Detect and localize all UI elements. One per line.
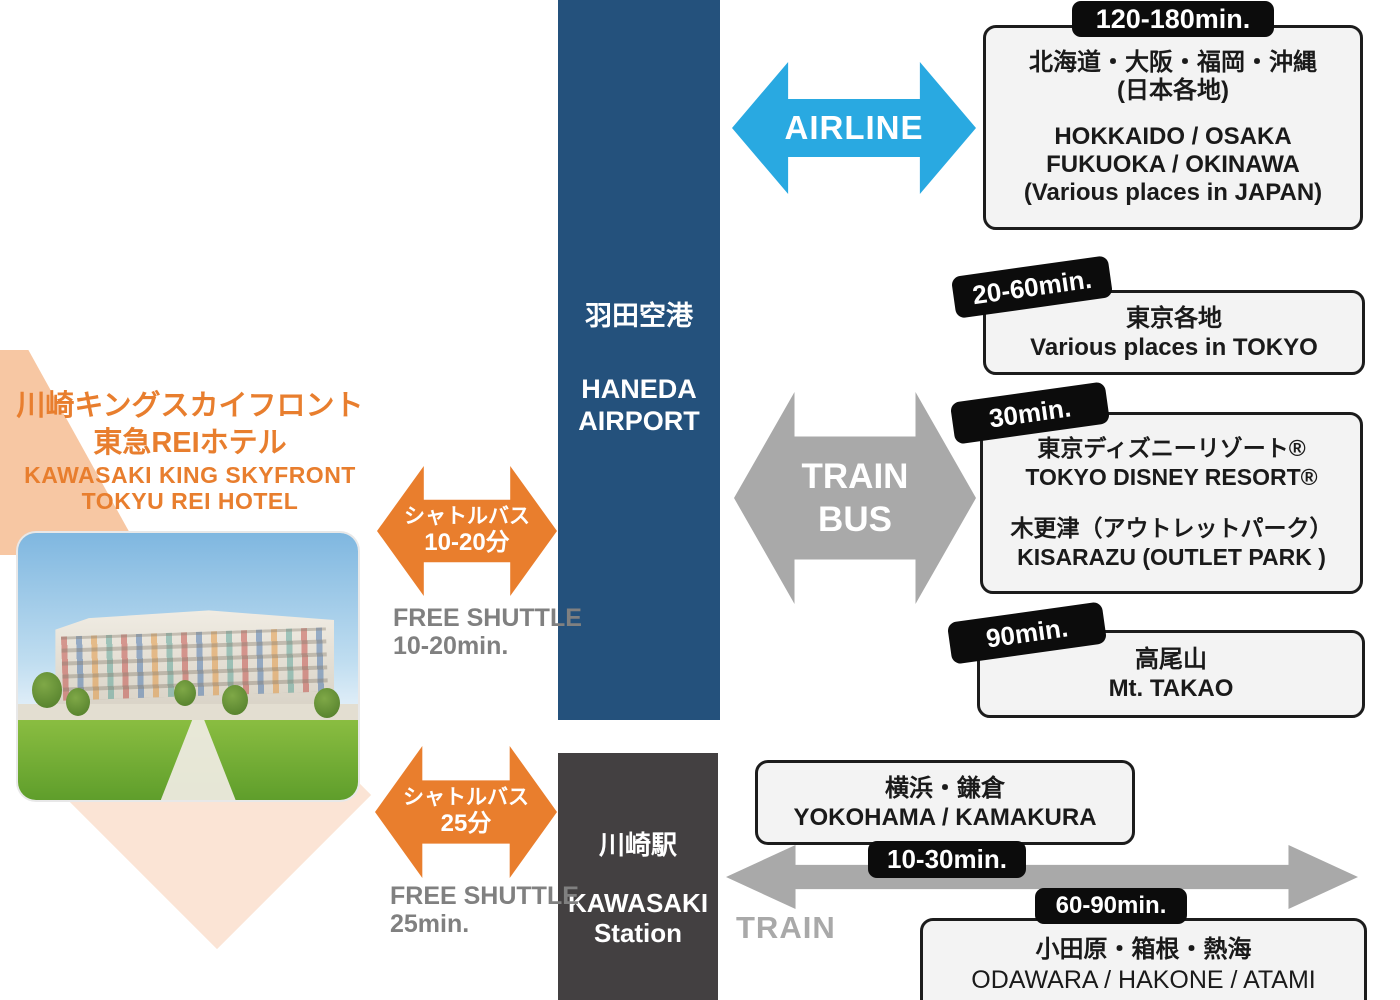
photo-tree bbox=[174, 679, 197, 706]
destination-box-yokohama: 横浜・鎌倉 YOKOHAMA / KAMAKURA bbox=[755, 760, 1135, 845]
haneda-en-line2: AIRPORT bbox=[578, 406, 700, 436]
destination-box-japan: 北海道・大阪・福岡・沖縄 (日本各地) HOKKAIDO / OSAKA FUK… bbox=[983, 25, 1363, 230]
hotel-name-jp-line2: 東急REIホテル bbox=[93, 427, 287, 459]
takao-jp: 高尾山 bbox=[1135, 646, 1207, 673]
photo-tree bbox=[313, 687, 340, 718]
kawasaki-label-jp: 川崎駅 bbox=[598, 830, 677, 860]
kawasaki-en-line1: KAWASAKI bbox=[567, 888, 709, 918]
odawara-jp: 小田原・箱根・熱海 bbox=[1035, 936, 1252, 963]
shuttle-kawasaki-line1: シャトルバス bbox=[403, 786, 529, 809]
takao-en: Mt. TAKAO bbox=[1108, 675, 1234, 702]
hotel-photo bbox=[18, 533, 358, 800]
free-shuttle-haneda-caption: FREE SHUTTLE 10-20min. bbox=[393, 604, 582, 660]
tokyo-en: Various places in TOKYO bbox=[1030, 333, 1318, 361]
yokohama-en: YOKOHAMA / KAMAKURA bbox=[793, 803, 1097, 831]
time-badge-odawara: 60-90min. bbox=[1035, 888, 1187, 924]
kawasaki-en-line2: Station bbox=[593, 918, 683, 948]
free-shuttle-kawasaki-line1: FREE SHUTTLE bbox=[390, 882, 579, 910]
hotel-name-block: 川崎キングスカイフロント 東急REIホテル KAWASAKI KING SKYF… bbox=[0, 388, 380, 514]
time-badge-airline: 120-180min. bbox=[1072, 1, 1274, 37]
haneda-en-line1: HANEDA bbox=[581, 374, 697, 404]
free-shuttle-kawasaki-caption: FREE SHUTTLE 25min. bbox=[390, 882, 579, 938]
haneda-label-en: HANEDA AIRPORT bbox=[558, 373, 720, 437]
time-badge-yokohama: 10-30min. bbox=[868, 841, 1026, 878]
node-kawasaki-station: 川崎駅 KAWASAKI Station bbox=[558, 753, 718, 1000]
train-bus-arrow: TRAIN BUS bbox=[734, 392, 976, 604]
hotel-name-jp-line1: 川崎キングスカイフロント bbox=[16, 390, 364, 422]
japan-en-line2: FUKUOKA / OKINAWA bbox=[1046, 150, 1300, 178]
japan-jp-line1: 北海道・大阪・福岡・沖縄 bbox=[1029, 48, 1317, 76]
shuttle-haneda-line2: 10-20分 bbox=[424, 529, 510, 556]
shuttle-haneda-line1: シャトルバス bbox=[404, 505, 530, 528]
yokohama-jp: 横浜・鎌倉 bbox=[885, 774, 1005, 802]
disney-jp-line2: 木更津（アウトレットパーク） bbox=[1010, 515, 1333, 541]
node-haneda-airport: 羽田空港 HANEDA AIRPORT bbox=[558, 0, 720, 720]
hotel-name-en-line2: TOKYU REI HOTEL bbox=[81, 488, 299, 514]
japan-en-line3: (Various places in JAPAN) bbox=[1023, 178, 1323, 206]
train-bus-line1: TRAIN bbox=[801, 457, 909, 496]
free-shuttle-haneda-line1: FREE SHUTTLE bbox=[393, 604, 582, 632]
free-shuttle-kawasaki-line2: 25min. bbox=[390, 910, 470, 938]
japan-jp-line2: (日本各地) bbox=[1117, 76, 1229, 104]
disney-en-line1: TOKYO DISNEY RESORT® bbox=[1025, 464, 1318, 490]
japan-en-line1: HOKKAIDO / OSAKA bbox=[1054, 122, 1292, 150]
airline-arrow-label: AIRLINE bbox=[784, 109, 924, 146]
shuttle-arrow-kawasaki: シャトルバス 25分 bbox=[375, 746, 557, 878]
kawasaki-label-en: KAWASAKI Station bbox=[558, 888, 718, 948]
haneda-label-jp: 羽田空港 bbox=[585, 301, 693, 331]
disney-en-line2: KISARAZU (OUTLET PARK ) bbox=[1017, 544, 1326, 570]
destination-box-disney: 東京ディズニーリゾート® TOKYO DISNEY RESORT® 木更津（アウ… bbox=[980, 412, 1363, 594]
destination-box-takao: 高尾山 Mt. TAKAO bbox=[977, 630, 1365, 718]
shuttle-arrow-haneda: シャトルバス 10-20分 bbox=[377, 466, 557, 596]
disney-jp-line1: 東京ディズニーリゾート® bbox=[1037, 435, 1306, 461]
tokyo-jp: 東京各地 bbox=[1126, 304, 1222, 332]
destination-box-odawara: 小田原・箱根・熱海 ODAWARA / HAKONE / ATAMI bbox=[920, 918, 1367, 1000]
free-shuttle-haneda-line2: 10-20min. bbox=[393, 632, 509, 660]
shuttle-kawasaki-line2: 25分 bbox=[440, 810, 492, 837]
photo-tree bbox=[222, 685, 248, 716]
photo-tree bbox=[31, 671, 62, 708]
photo-walkway bbox=[18, 703, 358, 723]
train-bus-line2: BUS bbox=[818, 500, 892, 539]
airline-arrow: AIRLINE bbox=[732, 62, 976, 194]
train-arrow-label: TRAIN bbox=[736, 910, 836, 945]
photo-tree bbox=[65, 687, 90, 716]
odawara-en: ODAWARA / HAKONE / ATAMI bbox=[971, 966, 1316, 994]
hotel-name-en-line1: KAWASAKI KING SKYFRONT bbox=[24, 462, 356, 488]
